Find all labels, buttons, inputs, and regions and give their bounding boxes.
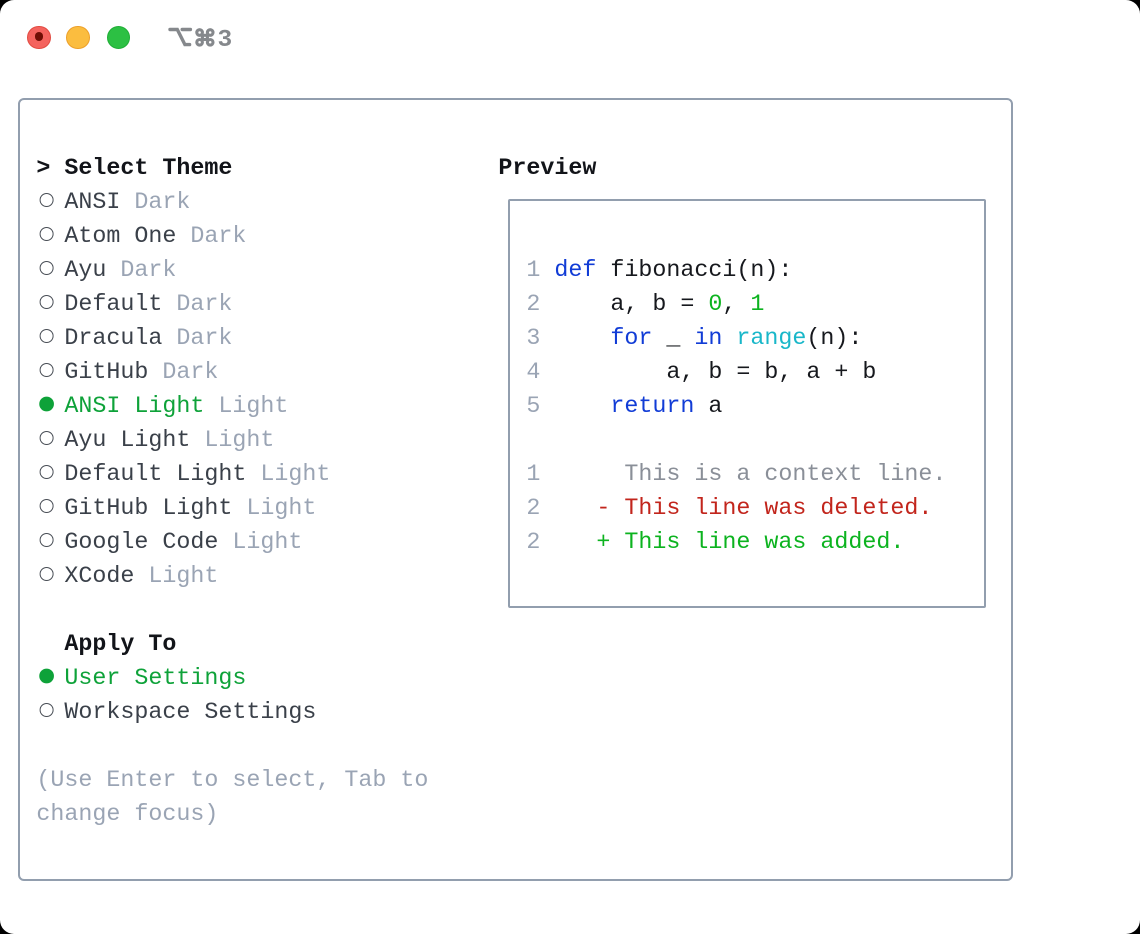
svg-text:3: 3	[218, 27, 233, 54]
